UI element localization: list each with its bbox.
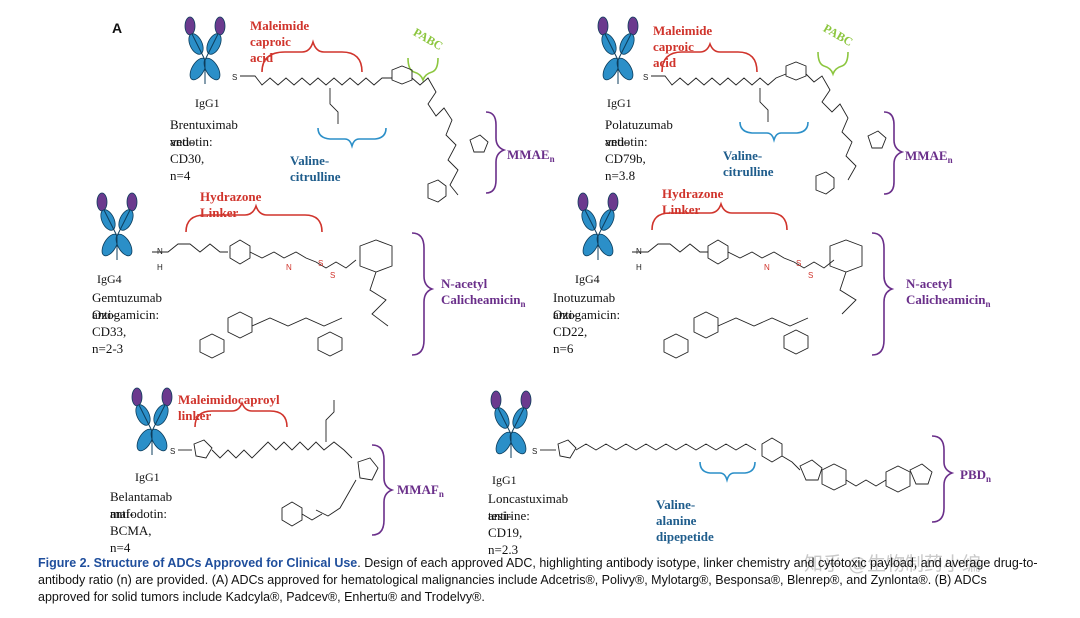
drug-target: anti-BCMA, n=4 <box>110 506 152 555</box>
antibody-icon <box>96 192 138 260</box>
payload-brace <box>485 111 507 194</box>
linker-brace <box>261 39 363 73</box>
drug-target: anti-CD19, n=2.3 <box>488 508 523 557</box>
payload-label: MMAEn <box>507 147 555 164</box>
spacer-brace <box>817 51 849 77</box>
payload-label: MMAEn <box>905 148 953 165</box>
dipeptide-brace <box>317 127 387 149</box>
isotype-label: IgG4 <box>575 272 600 286</box>
svg-text:S: S <box>796 259 801 268</box>
payload-label: MMAFn <box>397 482 444 499</box>
svg-text:N: N <box>636 247 642 256</box>
linker-label: Maleimide caproic acid <box>250 18 310 65</box>
drug-target: anti-CD33, n=2-3 <box>92 307 127 356</box>
linker-brace <box>661 41 758 73</box>
payload-brace <box>371 444 395 536</box>
svg-text:S: S <box>232 73 237 82</box>
drug-name: Inotuzumab Ozogamicin: <box>553 290 621 322</box>
svg-text:N: N <box>286 263 292 272</box>
linker-label: Hydrazone Linker <box>200 189 262 220</box>
drug-target: anti-CD79b, n=3.8 <box>605 134 646 183</box>
svg-text:N: N <box>157 247 163 256</box>
antibody-icon <box>184 16 226 84</box>
drug-target: anti-CD30, n=4 <box>170 134 205 183</box>
caption-title: Figure 2. Structure of ADCs Approved for… <box>38 556 358 570</box>
drug-name: Gemtuzumab Ozogamicin: <box>92 290 163 322</box>
payload-brace <box>931 435 955 523</box>
svg-text:N: N <box>764 263 770 272</box>
payload-brace <box>883 111 905 195</box>
payload-brace <box>411 232 435 356</box>
dipeptide-label: Valine-citrulline <box>723 148 774 179</box>
dipeptide-brace <box>739 121 809 143</box>
linker-brace <box>651 201 788 231</box>
watermark: 知乎 @生物制药小编 <box>804 553 982 575</box>
isotype-label: IgG1 <box>607 96 632 110</box>
isotype-label: IgG4 <box>97 272 122 286</box>
svg-text:H: H <box>636 263 642 272</box>
figure-caption: Figure 2. Structure of ADCs Approved for… <box>38 555 1038 606</box>
svg-text:S: S <box>330 271 335 280</box>
caption-text: . Design of each approved ADC, highlight… <box>38 556 1038 604</box>
panel-letter: A <box>112 20 123 36</box>
svg-text:S: S <box>643 73 648 82</box>
isotype-label: IgG1 <box>195 96 220 110</box>
drug-name: Loncastuximab tesirine: <box>488 491 569 523</box>
dipeptide-brace <box>699 461 756 483</box>
drug-target: anti-CD22, n=6 <box>553 307 588 356</box>
antibody-icon <box>490 390 532 458</box>
drug-name: Polatuzumab vedotin: <box>605 117 673 149</box>
drug-name: Brentuximab vedotin: <box>170 117 238 149</box>
dipeptide-label: Valine-citrulline <box>290 153 341 184</box>
antibody-icon <box>597 16 639 84</box>
spacer-brace <box>407 57 439 83</box>
svg-text:S: S <box>170 447 175 456</box>
svg-text:S: S <box>808 271 813 280</box>
svg-text:H: H <box>157 263 163 272</box>
antibody-icon <box>577 192 619 260</box>
svg-text:S: S <box>532 447 537 456</box>
isotype-label: IgG1 <box>492 473 517 487</box>
linker-label: Maleimide caproic acid <box>653 23 713 70</box>
antibody-icon <box>131 387 173 455</box>
linker-brace <box>185 203 323 233</box>
isotype-label: IgG1 <box>135 470 160 484</box>
payload-label: PBDn <box>960 467 992 484</box>
payload-brace <box>871 232 895 356</box>
svg-text:S: S <box>318 259 323 268</box>
drug-name: Belantamab mafodotin: <box>110 489 173 521</box>
dipeptide-label: Valine-alanine dipepetide <box>656 497 714 544</box>
linker-brace <box>194 400 288 428</box>
